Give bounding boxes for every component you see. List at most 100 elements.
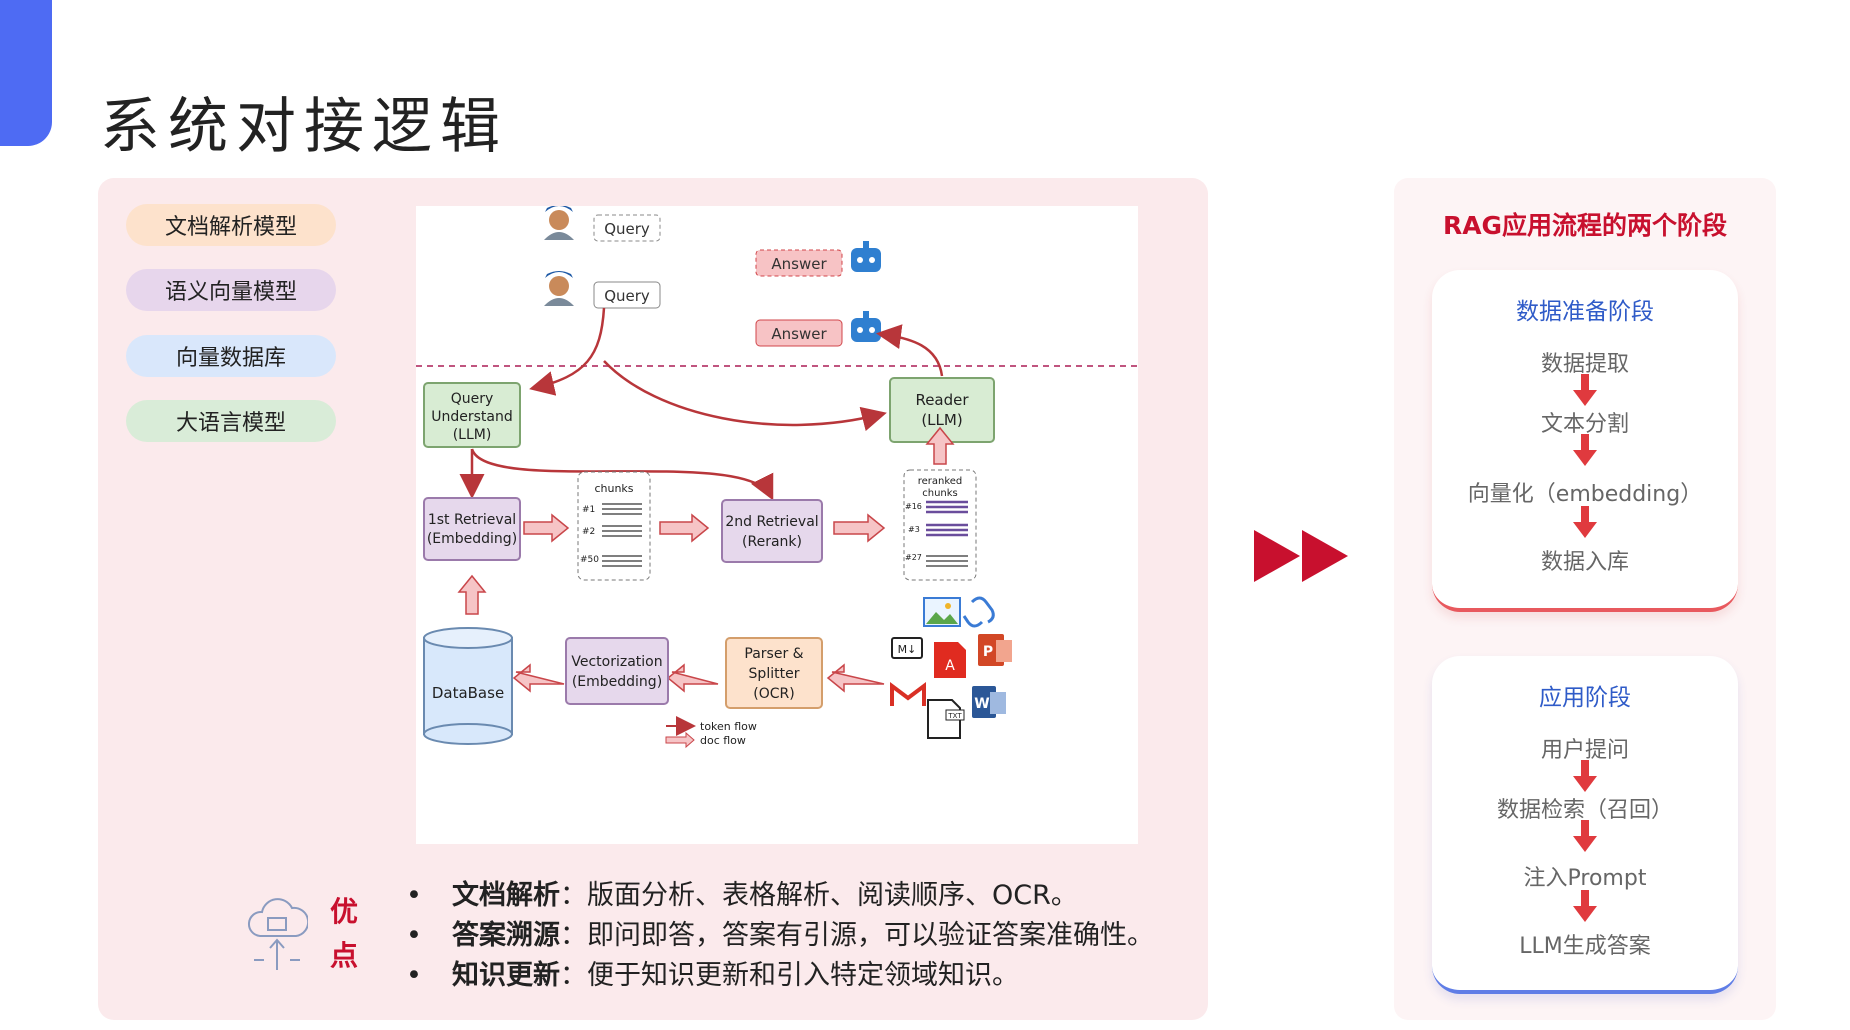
- block-arrows: [457, 426, 955, 693]
- txt-file-icon: TXT: [927, 699, 965, 739]
- advantage-item: •知识更新：便于知识更新和引入特定领域知识。: [406, 960, 1019, 991]
- answer-tag: [755, 319, 843, 347]
- advantage-desc: ：即问即答，答案有引源，可以验证答案准确性。: [560, 920, 1154, 951]
- parser-box: [725, 637, 823, 709]
- reranked-lines: [926, 500, 968, 537]
- reranked-id: #16: [905, 502, 922, 511]
- legend-pill-vector-db: 向量数据库: [126, 335, 336, 377]
- gmail-icon: [890, 682, 926, 706]
- stage-card-application: 应用阶段 用户提问 数据检索（召回） 注入Prompt LLM生成答案: [1432, 656, 1738, 994]
- svg-text:A: A: [945, 658, 955, 674]
- rag-architecture-diagram: Query Query Answer Answer Query Underst: [416, 206, 1138, 844]
- parser-line1: Parser &: [744, 646, 803, 662]
- chunk-id: #50: [580, 555, 599, 565]
- advantage-term: 答案溯源: [452, 920, 560, 951]
- reranked-id: #3: [908, 525, 920, 534]
- robot-icon: [851, 311, 881, 342]
- query-1-text: Query: [604, 220, 650, 238]
- reranked-label-1: reranked: [918, 476, 963, 487]
- page-title: 系统对接逻辑: [100, 92, 508, 162]
- down-arrow-icon: [1573, 820, 1597, 852]
- cloud-upload-icon: [248, 898, 308, 970]
- token-flow-label: token flow: [700, 720, 757, 733]
- answer-2-text: Answer: [771, 325, 827, 343]
- word-file-icon: W: [972, 686, 1006, 718]
- chunk-id: #2: [582, 527, 595, 537]
- r1-line1: 1st Retrieval: [428, 512, 516, 528]
- stage-step: 注入Prompt: [1523, 866, 1647, 891]
- reranked-id: #27: [905, 553, 922, 562]
- down-arrow-icon: [1573, 434, 1597, 466]
- vec-line2: (Embedding): [572, 674, 662, 690]
- stage-step: LLM生成答案: [1519, 934, 1651, 959]
- parser-line3: (OCR): [753, 686, 794, 702]
- legend-pill-llm: 大语言模型: [126, 400, 336, 442]
- fast-forward-icon: [1254, 530, 1348, 582]
- down-arrow-icon: [1573, 890, 1597, 922]
- advantage-term: 知识更新: [452, 960, 560, 991]
- query-2-text: Query: [604, 287, 650, 305]
- powerpoint-file-icon: P: [978, 634, 1012, 666]
- flow-arrow: [529, 307, 606, 396]
- vectorization-box: [565, 637, 669, 705]
- advantage-desc: ：便于知识更新和引入特定领域知识。: [560, 960, 1019, 991]
- reader-line1: Reader: [915, 391, 969, 409]
- r2-line2: (Rerank): [742, 534, 802, 550]
- r1-line2: (Embedding): [427, 531, 517, 547]
- markdown-file-icon: M↓: [891, 637, 923, 659]
- answer-1-text: Answer: [771, 255, 827, 273]
- svg-text:M↓: M↓: [898, 643, 917, 656]
- advantage-term: 文档解析: [452, 880, 560, 911]
- down-arrow-icon: [1573, 374, 1597, 406]
- query-understand-box: [423, 382, 521, 448]
- link-icon: [962, 596, 995, 628]
- parser-line2: Splitter: [749, 666, 800, 682]
- user-icon: [544, 271, 574, 306]
- flow-arrow: [876, 324, 944, 377]
- database-text: DataBase: [432, 684, 504, 702]
- advantage-item: •文档解析：版面分析、表格解析、阅读顺序、OCR。: [406, 880, 1078, 911]
- stage-step: 用户提问: [1540, 738, 1629, 763]
- robot-icon: [851, 241, 881, 272]
- reranked-lines-plain: [926, 555, 968, 567]
- retrieval-2-box: [721, 499, 823, 563]
- stage-step: 文本分割: [1540, 412, 1629, 437]
- reranked-label-2: chunks: [922, 488, 958, 499]
- rag-stages-panel: RAG应用流程的两个阶段 数据准备阶段 数据提取 文本分割 向量化（embedd…: [1394, 178, 1776, 1020]
- advantages-label: 优点: [330, 895, 359, 972]
- query-tag-dashed: [593, 214, 661, 242]
- flow-arrow: [603, 360, 887, 432]
- answer-tag-dashed: [755, 249, 843, 277]
- stage-step: 数据入库: [1540, 550, 1629, 575]
- reader-line2: (LLM): [921, 411, 962, 429]
- r2-line1: 2nd Retrieval: [725, 514, 818, 530]
- advantages-list: •文档解析：版面分析、表格解析、阅读顺序、OCR。 •答案溯源：即问即答，答案有…: [406, 876, 1154, 996]
- vec-line1: Vectorization: [571, 654, 662, 670]
- qu-line3: (LLM): [453, 427, 492, 443]
- chunks-label: chunks: [594, 482, 633, 495]
- svg-text:TXT: TXT: [947, 712, 962, 720]
- down-arrow-icon: [1573, 760, 1597, 792]
- advantage-item: •答案溯源：即问即答，答案有引源，可以验证答案准确性。: [406, 920, 1154, 951]
- user-icon: [544, 206, 574, 240]
- qu-line2: Understand: [431, 409, 513, 425]
- retrieval-1-box: [423, 497, 521, 561]
- down-arrow-icon: [1573, 506, 1597, 538]
- legend-pill-embedding: 语义向量模型: [126, 269, 336, 311]
- title-accent-tab: [0, 0, 52, 146]
- pdf-file-icon: A: [934, 642, 966, 678]
- stage-card-data-prep: 数据准备阶段 数据提取 文本分割 向量化（embedding） 数据入库: [1432, 270, 1738, 612]
- stage-step: 数据提取: [1540, 352, 1629, 377]
- svg-text:W: W: [974, 696, 989, 712]
- advantage-desc: ：版面分析、表格解析、阅读顺序、OCR。: [560, 880, 1078, 911]
- doc-flow-legend-arrow: [665, 731, 695, 749]
- qu-line1: Query: [451, 391, 494, 407]
- flow-arrow: [470, 448, 774, 501]
- rag-stages-title: RAG应用流程的两个阶段: [1442, 211, 1728, 240]
- query-tag: [593, 281, 661, 309]
- stage-title: 应用阶段: [1539, 685, 1631, 711]
- stage-step: 向量化（embedding）: [1467, 482, 1703, 507]
- left-panel: 文档解析模型 语义向量模型 向量数据库 大语言模型 Query Query: [98, 178, 1208, 1020]
- doc-flow-label: doc flow: [700, 734, 746, 747]
- chunk-lines: [602, 503, 642, 567]
